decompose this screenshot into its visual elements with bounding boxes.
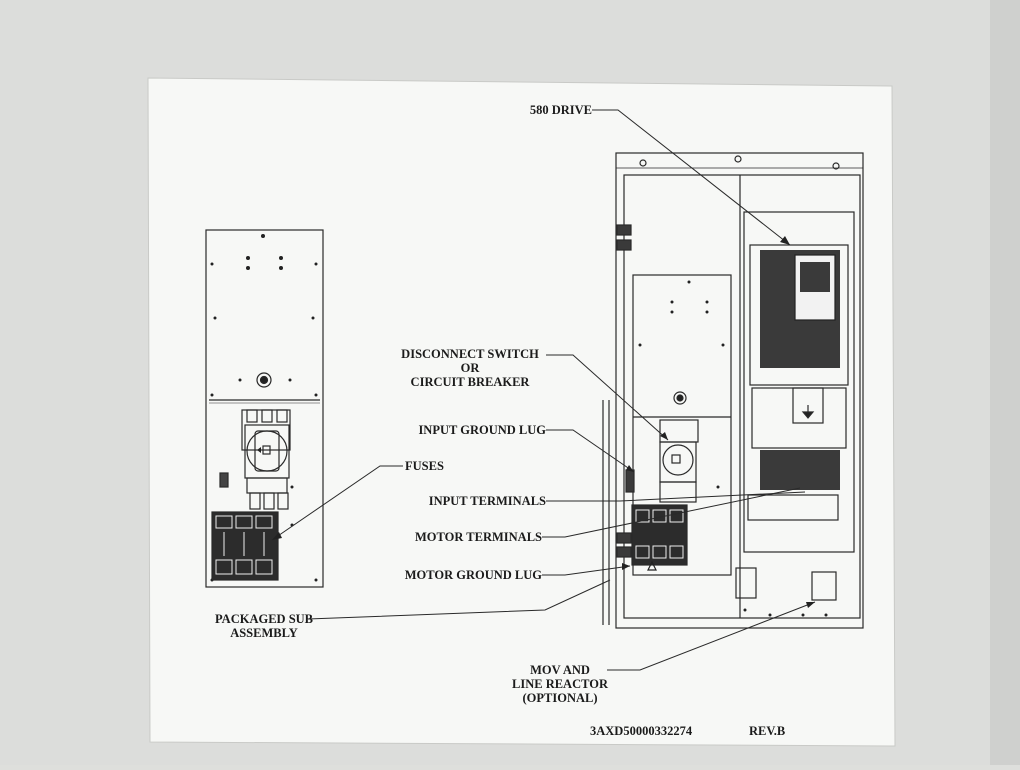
leader-arrowheads bbox=[272, 236, 815, 608]
label-disconnect-or: OR bbox=[460, 361, 480, 375]
leader-disconnect bbox=[546, 354, 669, 441]
leader-motor-ground-lug bbox=[542, 565, 631, 576]
leader-input-ground-lug bbox=[546, 429, 635, 473]
label-motor-ground-lug: MOTOR GROUND LUG bbox=[404, 568, 542, 582]
label-input-terminals: INPUT TERMINALS bbox=[428, 494, 546, 508]
label-optional: (OPTIONAL) bbox=[522, 691, 598, 705]
leader-input-terminals bbox=[546, 491, 806, 502]
label-580-drive: 580 DRIVE bbox=[529, 103, 592, 117]
label-assembly: ASSEMBLY bbox=[230, 626, 298, 640]
label-line-reactor: LINE REACTOR bbox=[512, 677, 608, 691]
document-number: 3AXD50000332274 bbox=[590, 724, 693, 738]
paper-sheet bbox=[147, 77, 896, 747]
label-input-ground-lug: INPUT GROUND LUG bbox=[418, 423, 546, 437]
drive-enclosure-drawing bbox=[602, 152, 864, 629]
leader-mov bbox=[607, 601, 816, 671]
label-packaged-sub: PACKAGED SUB bbox=[214, 612, 314, 626]
label-mov-and: MOV AND bbox=[530, 663, 590, 677]
packaged-sub-assembly-drawing bbox=[205, 229, 324, 588]
label-circuit-breaker: CIRCUIT BREAKER bbox=[410, 375, 530, 389]
leader-drive bbox=[592, 109, 791, 246]
leader-motor-terminals bbox=[542, 487, 801, 538]
leader-fuses bbox=[271, 465, 403, 541]
label-motor-terminals: MOTOR TERMINALS bbox=[415, 530, 542, 544]
wall-edge-shadow bbox=[990, 0, 1020, 765]
label-fuses: FUSES bbox=[405, 459, 444, 473]
leader-lines bbox=[271, 109, 816, 671]
label-disconnect-switch: DISCONNECT SWITCH bbox=[401, 347, 539, 361]
leader-packaged bbox=[307, 579, 611, 620]
revision-label: REV.B bbox=[749, 724, 786, 738]
